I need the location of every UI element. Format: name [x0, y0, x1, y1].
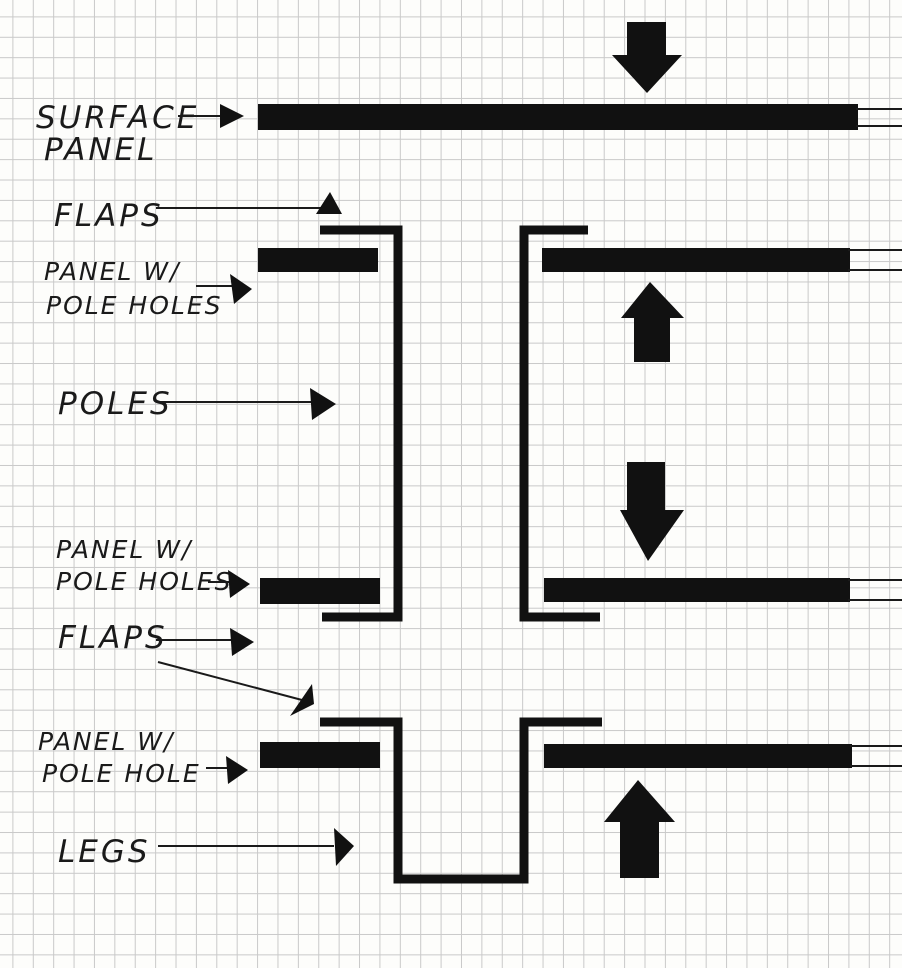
arrowhead-flaps-top [316, 192, 342, 214]
arrowhead-flaps-bottom-diagonal [290, 684, 314, 716]
panel-left-middle [260, 578, 380, 604]
label-flaps-bottom: FLAPS [58, 620, 168, 656]
push-up-arrow-upper [621, 282, 684, 362]
panel-left-bottom [260, 742, 380, 768]
pole-left [320, 225, 403, 622]
panel-right-middle [544, 578, 850, 602]
arrowhead-panel-mid [228, 570, 250, 598]
arrowhead-panel-top [230, 274, 252, 304]
label-panel-mid-line1: PANEL W/ [56, 535, 193, 564]
label-panel-bottom-line1: PANEL W/ [38, 727, 175, 756]
push-up-arrow-bottom [604, 780, 675, 878]
label-panel-top-line2: POLE HOLES [46, 291, 223, 320]
label-legs: LEGS [58, 834, 151, 870]
label-surface-panel-line2: PANEL [44, 132, 157, 168]
arrowhead-flaps-bottom-right [230, 628, 254, 656]
arrowhead-surface-panel [220, 104, 244, 128]
panel-right-upper [542, 248, 850, 272]
press-down-arrow-top [612, 22, 682, 93]
label-poles: POLES [58, 386, 173, 422]
label-panel-top-line1: PANEL W/ [44, 257, 181, 286]
leader-flaps-bottom-diagonal [157, 661, 303, 701]
label-panel-mid-line2: POLE HOLES [56, 567, 233, 596]
arrowhead-poles [310, 388, 336, 420]
arrowhead-legs [334, 828, 354, 866]
arrowhead-panel-bottom [226, 756, 248, 784]
pole-right [519, 225, 600, 622]
panel-left-upper [258, 248, 378, 272]
label-flaps-top: FLAPS [54, 198, 164, 234]
surface-panel [258, 104, 858, 130]
label-panel-bottom-line2: POLE HOLE [42, 759, 201, 788]
label-surface-panel-line1: SURFACE [36, 100, 199, 136]
panel-right-bottom [544, 744, 852, 768]
press-down-arrow-middle [620, 462, 684, 561]
legs-u-shape [320, 717, 602, 884]
